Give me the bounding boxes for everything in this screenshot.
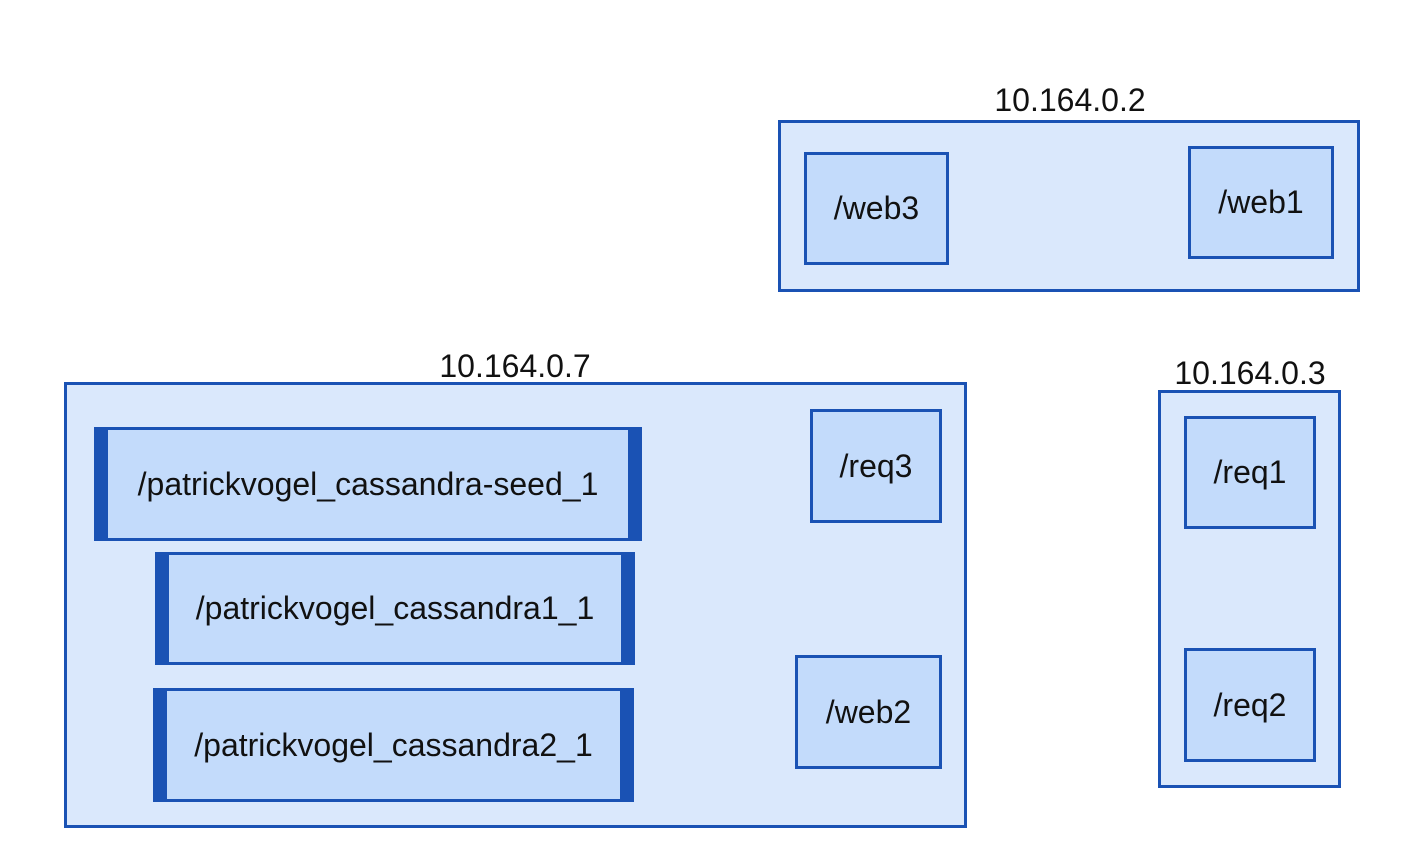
container-web1[interactable]: /web1 xyxy=(1188,146,1334,259)
container-cassandra1[interactable]: /patrickvogel_cassandra1_1 xyxy=(155,552,635,665)
container-req2[interactable]: /req2 xyxy=(1184,648,1316,762)
host-label-10-164-0-7: 10.164.0.7 xyxy=(439,348,591,384)
host-label-10-164-0-3: 10.164.0.3 xyxy=(1174,355,1326,391)
container-cassandra2[interactable]: /patrickvogel_cassandra2_1 xyxy=(153,688,634,802)
container-req1[interactable]: /req1 xyxy=(1184,416,1316,529)
container-web2[interactable]: /web2 xyxy=(795,655,942,769)
container-web3[interactable]: /web3 xyxy=(804,152,949,265)
container-req3[interactable]: /req3 xyxy=(810,409,942,523)
host-label-10-164-0-2: 10.164.0.2 xyxy=(994,82,1146,118)
container-cassandra-seed[interactable]: /patrickvogel_cassandra-seed_1 xyxy=(94,427,642,541)
